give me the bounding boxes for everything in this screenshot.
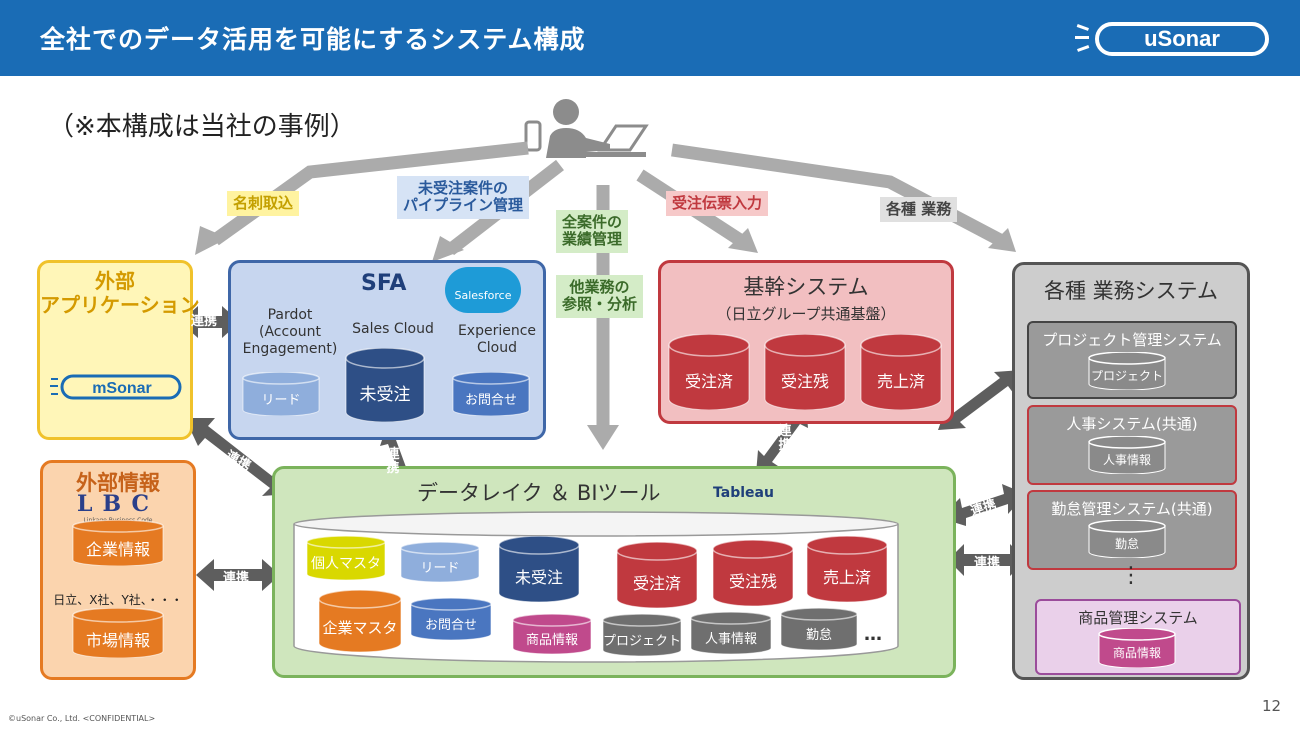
database-cylinder: リード	[400, 542, 480, 582]
database-label: お問合せ	[464, 393, 517, 409]
relation-label: 連携	[778, 424, 792, 454]
user-icon	[524, 99, 649, 158]
database-label: 個人マスタ	[311, 555, 381, 572]
svg-text:uSonar: uSonar	[1144, 26, 1220, 51]
label-order-input: 受注伝票入力	[666, 191, 769, 217]
database-cylinder: 商品情報	[1098, 628, 1176, 668]
examples-text: 日立、X社、Y社、・・・	[53, 593, 183, 607]
relation-label: 連携	[973, 556, 1000, 571]
database-cylinder: 人事情報	[690, 612, 772, 654]
label-other-ref: 他業務の 参照・分析	[556, 275, 644, 318]
database-cylinder: 受注残	[712, 540, 794, 606]
vdots: ⋮	[1120, 563, 1142, 588]
database-label: 受注残	[728, 571, 777, 591]
database-cylinder: 未受注	[345, 348, 425, 422]
database-label: 受注残	[780, 371, 829, 391]
database-label: 売上済	[822, 567, 871, 587]
database-cylinder: 受注残	[764, 334, 846, 410]
database-cylinder: 未受注	[498, 536, 580, 602]
database-label: 受注済	[632, 573, 681, 593]
sales-cloud-label: Sales Cloud	[352, 321, 434, 337]
more-ellipsis: …	[864, 624, 882, 645]
database-label: リード	[261, 393, 301, 409]
external-app-box: 外部 アプリケーション mSonar	[37, 260, 200, 440]
database-cylinder: 個人マスタ	[306, 536, 386, 580]
label-pipeline: 未受注案件の パイプライン管理	[397, 176, 530, 219]
label-various-work: 各種 業務	[880, 197, 958, 223]
datalake-title: データレイク ＆ BIツール	[417, 481, 661, 505]
database-label: 受注済	[684, 371, 733, 391]
database-label: 売上済	[876, 371, 925, 391]
database-cylinder: 人事情報	[1088, 436, 1166, 474]
database-label: 商品情報	[1112, 645, 1161, 660]
page-number: 12	[1262, 697, 1282, 715]
external-app-title: 外部 アプリケーション	[40, 269, 200, 317]
database-cylinder: 受注済	[668, 334, 750, 410]
database-cylinder: 売上済	[806, 536, 888, 602]
copyright: ©uSonar Co., Ltd. <CONFIDENTIAL>	[8, 714, 156, 723]
sfa-title: SFA	[361, 271, 407, 296]
database-label: 市場情報	[85, 630, 150, 650]
usonar-logo: uSonar	[1075, 22, 1269, 56]
biz-title: 各種 業務システム	[1043, 279, 1219, 303]
database-label: 勤怠	[805, 628, 832, 644]
database-cylinder: 勤怠	[1088, 520, 1166, 558]
database-label: プロジェクト	[602, 634, 681, 650]
page-title: 全社でのデータ活用を可能にするシステム構成	[40, 25, 586, 54]
external-info-box: 外部情報 LBC Linkage Business Code 日立、X社、Y社、…	[40, 460, 196, 680]
note-text: （※本構成は当社の事例）	[48, 112, 356, 142]
database-label: 商品情報	[525, 633, 578, 649]
external-info-title: 外部情報	[76, 471, 160, 495]
database-label: 人事情報	[1102, 452, 1151, 467]
database-label: お問合せ	[424, 618, 477, 634]
database-cylinder: お問合せ	[410, 598, 492, 640]
database-cylinder: プロジェクト	[1088, 352, 1166, 390]
database-label: 企業情報	[85, 540, 150, 560]
lbc-logo: LBC	[77, 491, 159, 517]
database-cylinder: 企業情報	[72, 520, 164, 566]
database-label: 未受注	[514, 567, 563, 587]
database-label: 人事情報	[704, 632, 757, 648]
database-cylinder: プロジェクト	[602, 614, 682, 656]
msonar-logo: mSonar	[50, 374, 182, 400]
database-label: 未受注	[359, 384, 411, 405]
database-label: リード	[420, 561, 460, 577]
experience-cloud-label: Experience Cloud	[457, 323, 537, 356]
database-cylinder: 売上済	[860, 334, 942, 410]
core-title: 基幹システム	[743, 275, 869, 299]
database-cylinder: リード	[242, 372, 320, 416]
pardot-label: Pardot (Account Engagement)	[242, 307, 338, 357]
database-cylinder: 商品情報	[512, 614, 592, 654]
database-label: 企業マスタ	[322, 618, 398, 637]
database-label: 勤怠	[1114, 536, 1139, 551]
svg-text:mSonar: mSonar	[92, 380, 152, 397]
database-cylinder: 企業マスタ	[318, 590, 402, 652]
database-label: プロジェクト	[1090, 368, 1163, 383]
relation-label: 連携	[386, 447, 400, 477]
database-cylinder: お問合せ	[452, 372, 530, 416]
label-all-cases: 全案件の 業績管理	[556, 210, 629, 253]
label-meishi: 名刺取込	[227, 191, 300, 217]
salesforce-logo	[445, 267, 521, 313]
relation-label: 連携	[190, 314, 217, 329]
core-subtitle: （日立グループ共通基盤）	[716, 305, 896, 323]
database-cylinder: 受注済	[616, 542, 698, 608]
database-cylinder: 市場情報	[72, 608, 164, 658]
relation-label: 連携	[222, 571, 249, 586]
database-cylinder: 勤怠	[780, 608, 858, 650]
tableau-label: Tableau	[713, 485, 774, 501]
